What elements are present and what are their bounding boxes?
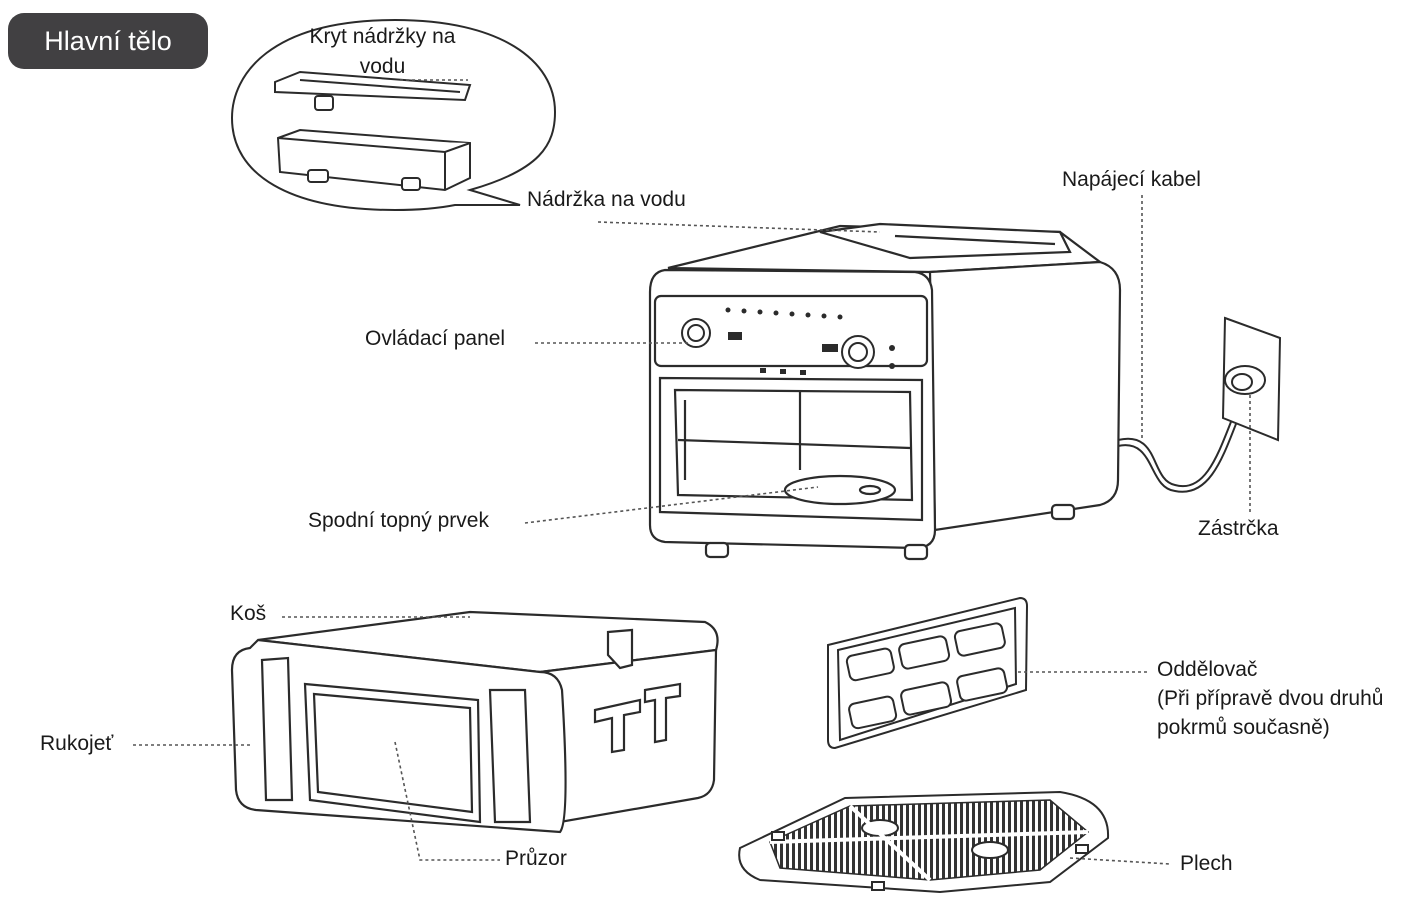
power-cable (1117, 399, 1245, 493)
oven-body (648, 222, 1122, 561)
label-tray: Plech (1180, 852, 1233, 875)
label-divider: Oddělovač (Při přípravě dvou druhů pokrm… (1157, 655, 1383, 742)
tank-cover (274, 70, 472, 111)
label-divider-line-2: (Při přípravě dvou druhů (1157, 687, 1384, 710)
label-window: Průzor (505, 847, 567, 870)
label-tank-cover-line-1: Kryt nádržky na (309, 25, 456, 48)
label-water-tank: Nádržka na vodu (527, 188, 686, 211)
wall-socket (1221, 316, 1282, 442)
divider-plate (827, 596, 1029, 750)
grill-tray (738, 790, 1110, 894)
section-badge: Hlavní tělo (8, 13, 208, 69)
label-power-cable: Napájecí kabel (1062, 168, 1201, 191)
basket (230, 610, 719, 834)
label-divider-line-1: Oddělovač (1157, 658, 1258, 681)
label-handle: Rukojeť (40, 732, 114, 755)
label-divider-line-3: pokrmů současně) (1157, 716, 1330, 739)
label-tank-cover: Kryt nádržky na vodu (295, 24, 470, 80)
label-bottom-heater: Spodní topný prvek (308, 509, 489, 532)
label-basket: Koš (230, 602, 267, 625)
panel-icons (725, 307, 895, 375)
water-tank (276, 128, 471, 192)
label-plug: Zástrčka (1198, 517, 1279, 540)
label-tank-cover-line-2: vodu (359, 55, 406, 78)
label-control-panel: Ovládací panel (365, 327, 506, 350)
leader-lines (133, 79, 1251, 865)
control-knobs (681, 318, 875, 369)
zoom-bubble (230, 18, 557, 212)
